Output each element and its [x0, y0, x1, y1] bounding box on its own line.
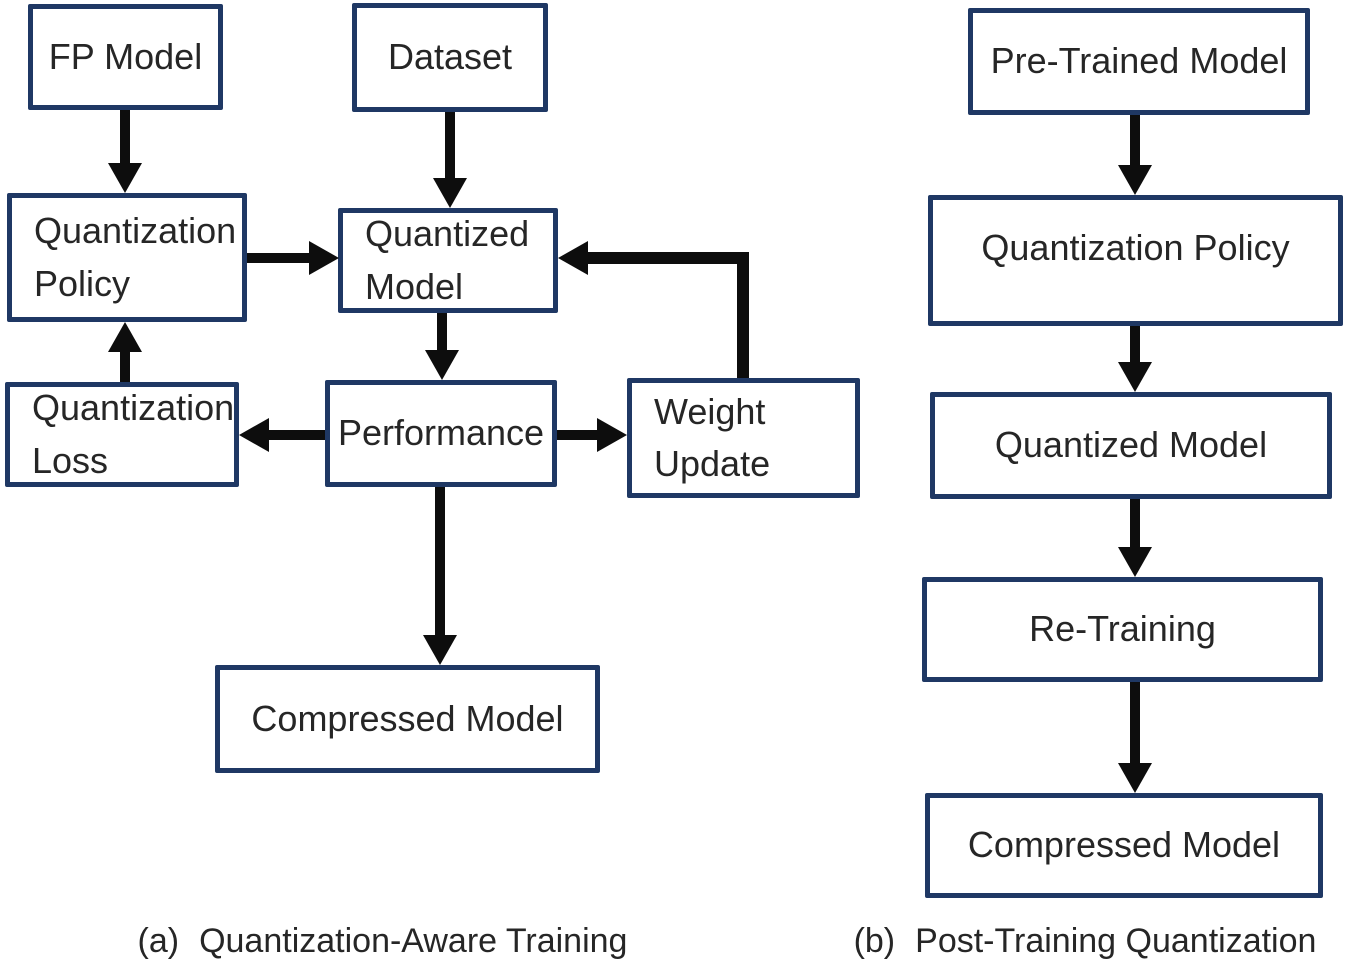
box-pre-trained-model-label: Pre-Trained Model [990, 40, 1288, 82]
box-quantized-model: Quantized Model [338, 208, 558, 313]
box-dataset: Dataset [352, 3, 548, 112]
box-performance: Performance [325, 380, 557, 487]
arrow-shaft [437, 313, 447, 352]
arrow-shaft [1130, 682, 1140, 765]
box-pre-trained-model: Pre-Trained Model [968, 8, 1310, 115]
box-quantization-loss: Quantization Loss [5, 382, 239, 487]
box-quantized-model-line1: Quantized [365, 213, 530, 255]
arrowhead-up-icon [108, 322, 142, 352]
arrow-shaft-horizontal [586, 252, 749, 264]
arrow-shaft [247, 253, 311, 263]
arrow-shaft-vertical [737, 252, 749, 378]
box-fp-model: FP Model [28, 4, 223, 110]
arrow-shaft [1130, 499, 1140, 549]
arrowhead-down-icon [423, 635, 457, 665]
arrow-shaft [1130, 326, 1140, 364]
caption-b-text: Post-Training Quantization [915, 922, 1317, 960]
caption-a-prefix: (a) [137, 922, 180, 960]
box-quantization-policy: Quantization Policy [7, 193, 247, 322]
arrowhead-down-icon [433, 178, 467, 208]
box-quantization-loss-line1: Quantization [32, 387, 235, 429]
box-compressed-model-right-label: Compressed Model [967, 824, 1281, 866]
arrow-shaft [445, 112, 455, 180]
box-weight-update: Weight Update [627, 378, 860, 498]
arrowhead-down-icon [425, 350, 459, 380]
arrow-shaft [1130, 115, 1140, 167]
arrow-shaft [557, 430, 599, 440]
arrowhead-right-icon [309, 241, 339, 275]
arrowhead-down-icon [1118, 763, 1152, 793]
arrowhead-down-icon [108, 163, 142, 193]
arrow-shaft [120, 110, 130, 165]
arrow-shaft [120, 350, 130, 382]
arrowhead-down-icon [1118, 165, 1152, 195]
box-weight-update-line2: Update [654, 443, 771, 484]
box-compressed-model-right: Compressed Model [925, 793, 1323, 898]
box-re-training: Re-Training [922, 577, 1323, 682]
box-quantization-policy-right: Quantization Policy [928, 195, 1343, 326]
box-quantized-model-right-label: Quantized Model [994, 424, 1268, 466]
arrowhead-down-icon [1118, 547, 1152, 577]
arrow-shaft [267, 430, 325, 440]
box-quantization-loss-line2: Loss [32, 439, 109, 481]
box-performance-label: Performance [337, 412, 545, 454]
box-weight-update-line1: Weight [654, 390, 766, 432]
box-quantized-model-right: Quantized Model [930, 392, 1332, 499]
arrowhead-left-icon [239, 418, 269, 452]
caption-b-prefix: (b) [853, 922, 896, 960]
box-compressed-model-left-label: Compressed Model [251, 697, 564, 739]
box-fp-model-label: FP Model [48, 35, 203, 77]
arrowhead-left-icon [558, 241, 588, 275]
box-quantized-model-line2: Model [365, 265, 464, 307]
caption-a-text: Quantization-Aware Training [199, 922, 628, 960]
arrowhead-down-icon [1118, 362, 1152, 392]
box-quantization-policy-line2: Policy [34, 262, 131, 304]
box-dataset-label: Dataset [387, 36, 513, 78]
box-re-training-label: Re-Training [1029, 608, 1216, 650]
box-quantization-policy-right-label: Quantization Policy [981, 227, 1290, 268]
arrow-shaft [435, 487, 445, 637]
box-compressed-model-left: Compressed Model [215, 665, 600, 773]
caption-quantization-aware-training: (a) Quantization-Aware Training [110, 922, 655, 961]
box-quantization-policy-line1: Quantization [34, 210, 237, 252]
caption-post-training-quantization: (b) Post-Training Quantization [820, 922, 1350, 961]
arrowhead-right-icon [597, 418, 627, 452]
